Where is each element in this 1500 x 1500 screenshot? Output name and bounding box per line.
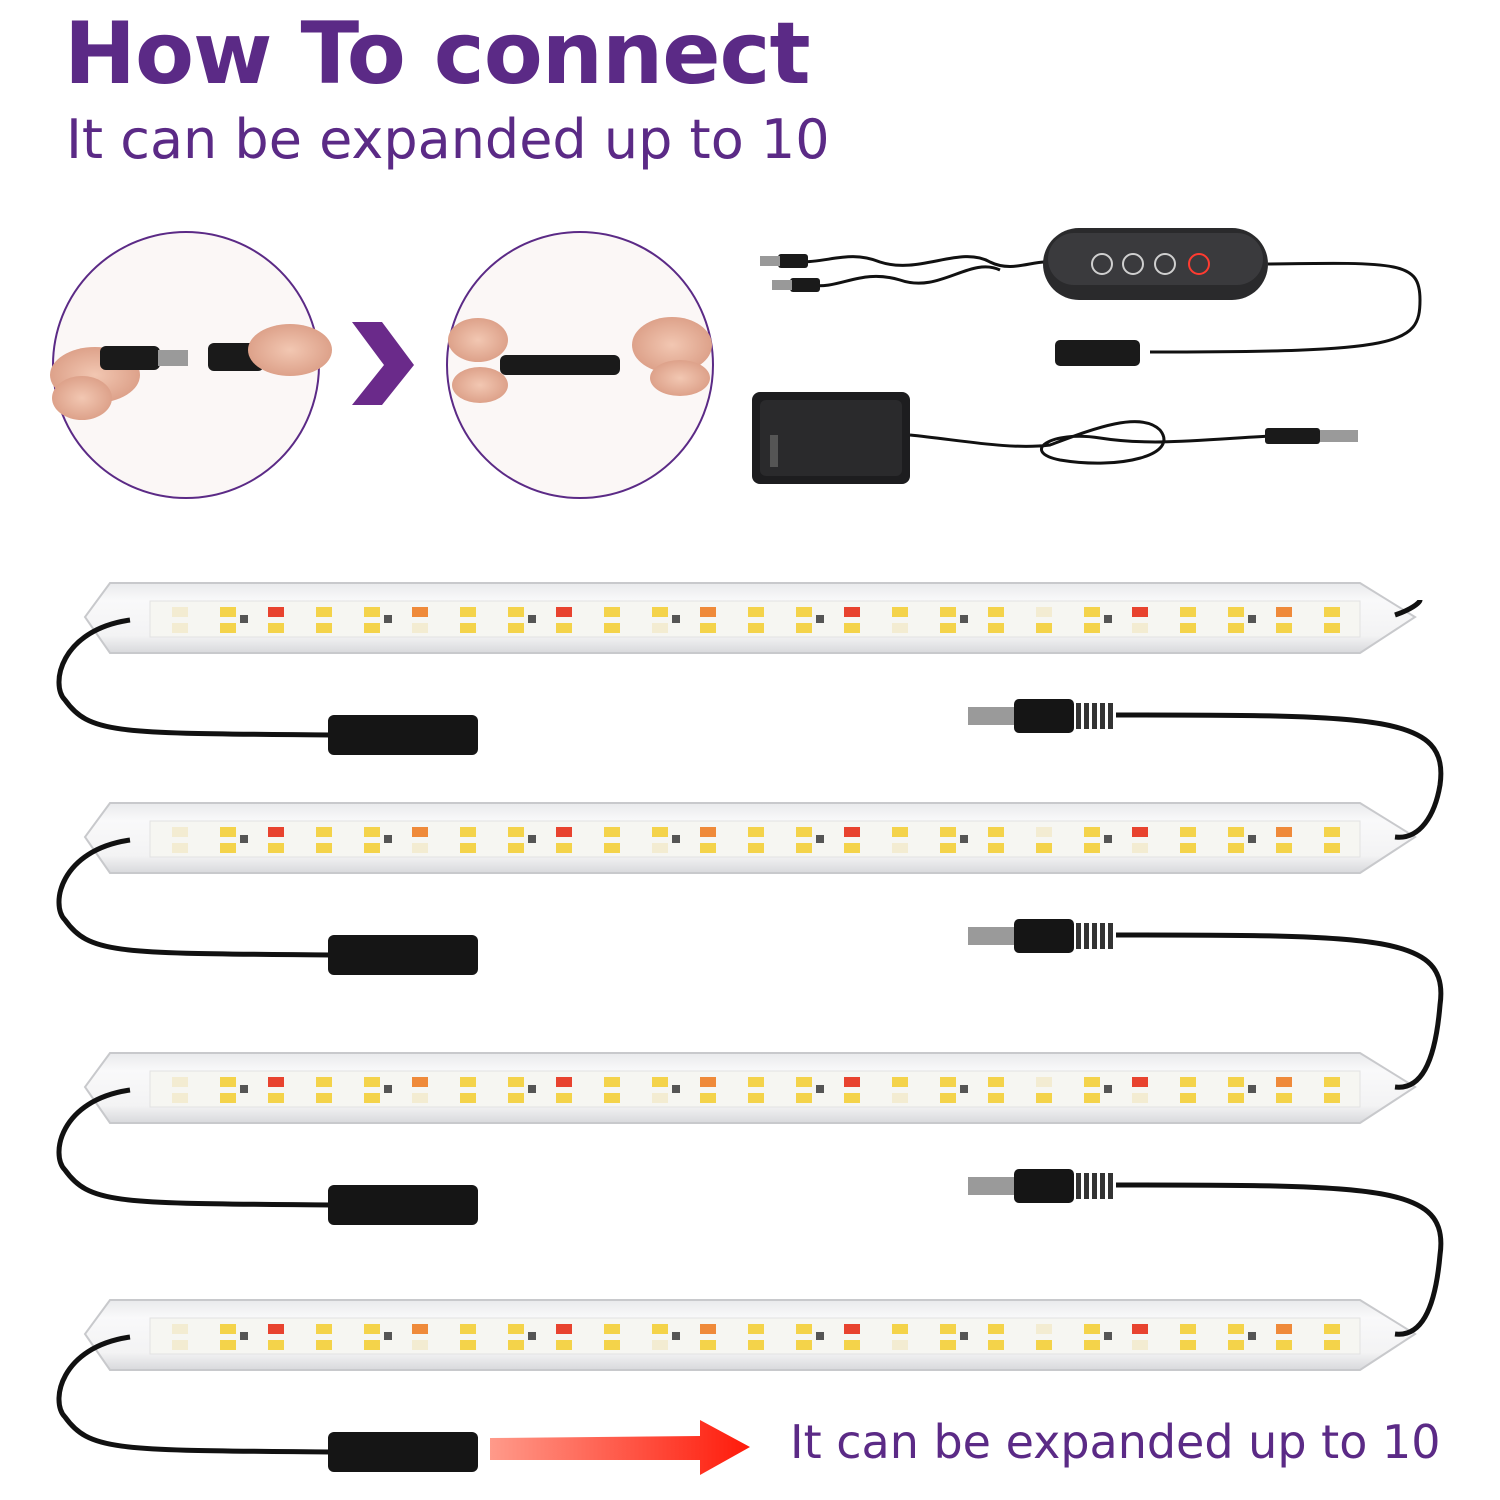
connect-step-after bbox=[446, 231, 714, 499]
female-connector bbox=[328, 1432, 478, 1472]
page-subtitle: It can be expanded up to 10 bbox=[66, 108, 830, 171]
cycle-icon bbox=[1122, 253, 1144, 275]
led-strip bbox=[56, 699, 1444, 975]
bottom-caption: It can be expanded up to 10 bbox=[790, 1415, 1441, 1469]
led-strip-chain bbox=[56, 582, 1444, 1472]
led-strip bbox=[56, 919, 1444, 1225]
male-connector bbox=[968, 699, 1113, 733]
plus-icon bbox=[1091, 253, 1113, 275]
expand-arrow bbox=[490, 1420, 750, 1475]
led-strip bbox=[56, 1169, 1444, 1472]
page-title: How To connect bbox=[64, 4, 811, 104]
male-connector bbox=[968, 1169, 1113, 1203]
female-connector bbox=[328, 715, 478, 755]
female-connector bbox=[328, 1185, 478, 1225]
female-connector bbox=[328, 935, 478, 975]
power-icon bbox=[1188, 253, 1210, 275]
connect-step-before bbox=[50, 231, 332, 499]
led-strip bbox=[56, 582, 1423, 755]
timer-icon bbox=[1154, 253, 1176, 275]
power-adapter bbox=[752, 392, 1358, 484]
dimmer-controller bbox=[760, 228, 1422, 366]
male-connector bbox=[968, 919, 1113, 953]
chevron-right-icon bbox=[352, 322, 414, 405]
